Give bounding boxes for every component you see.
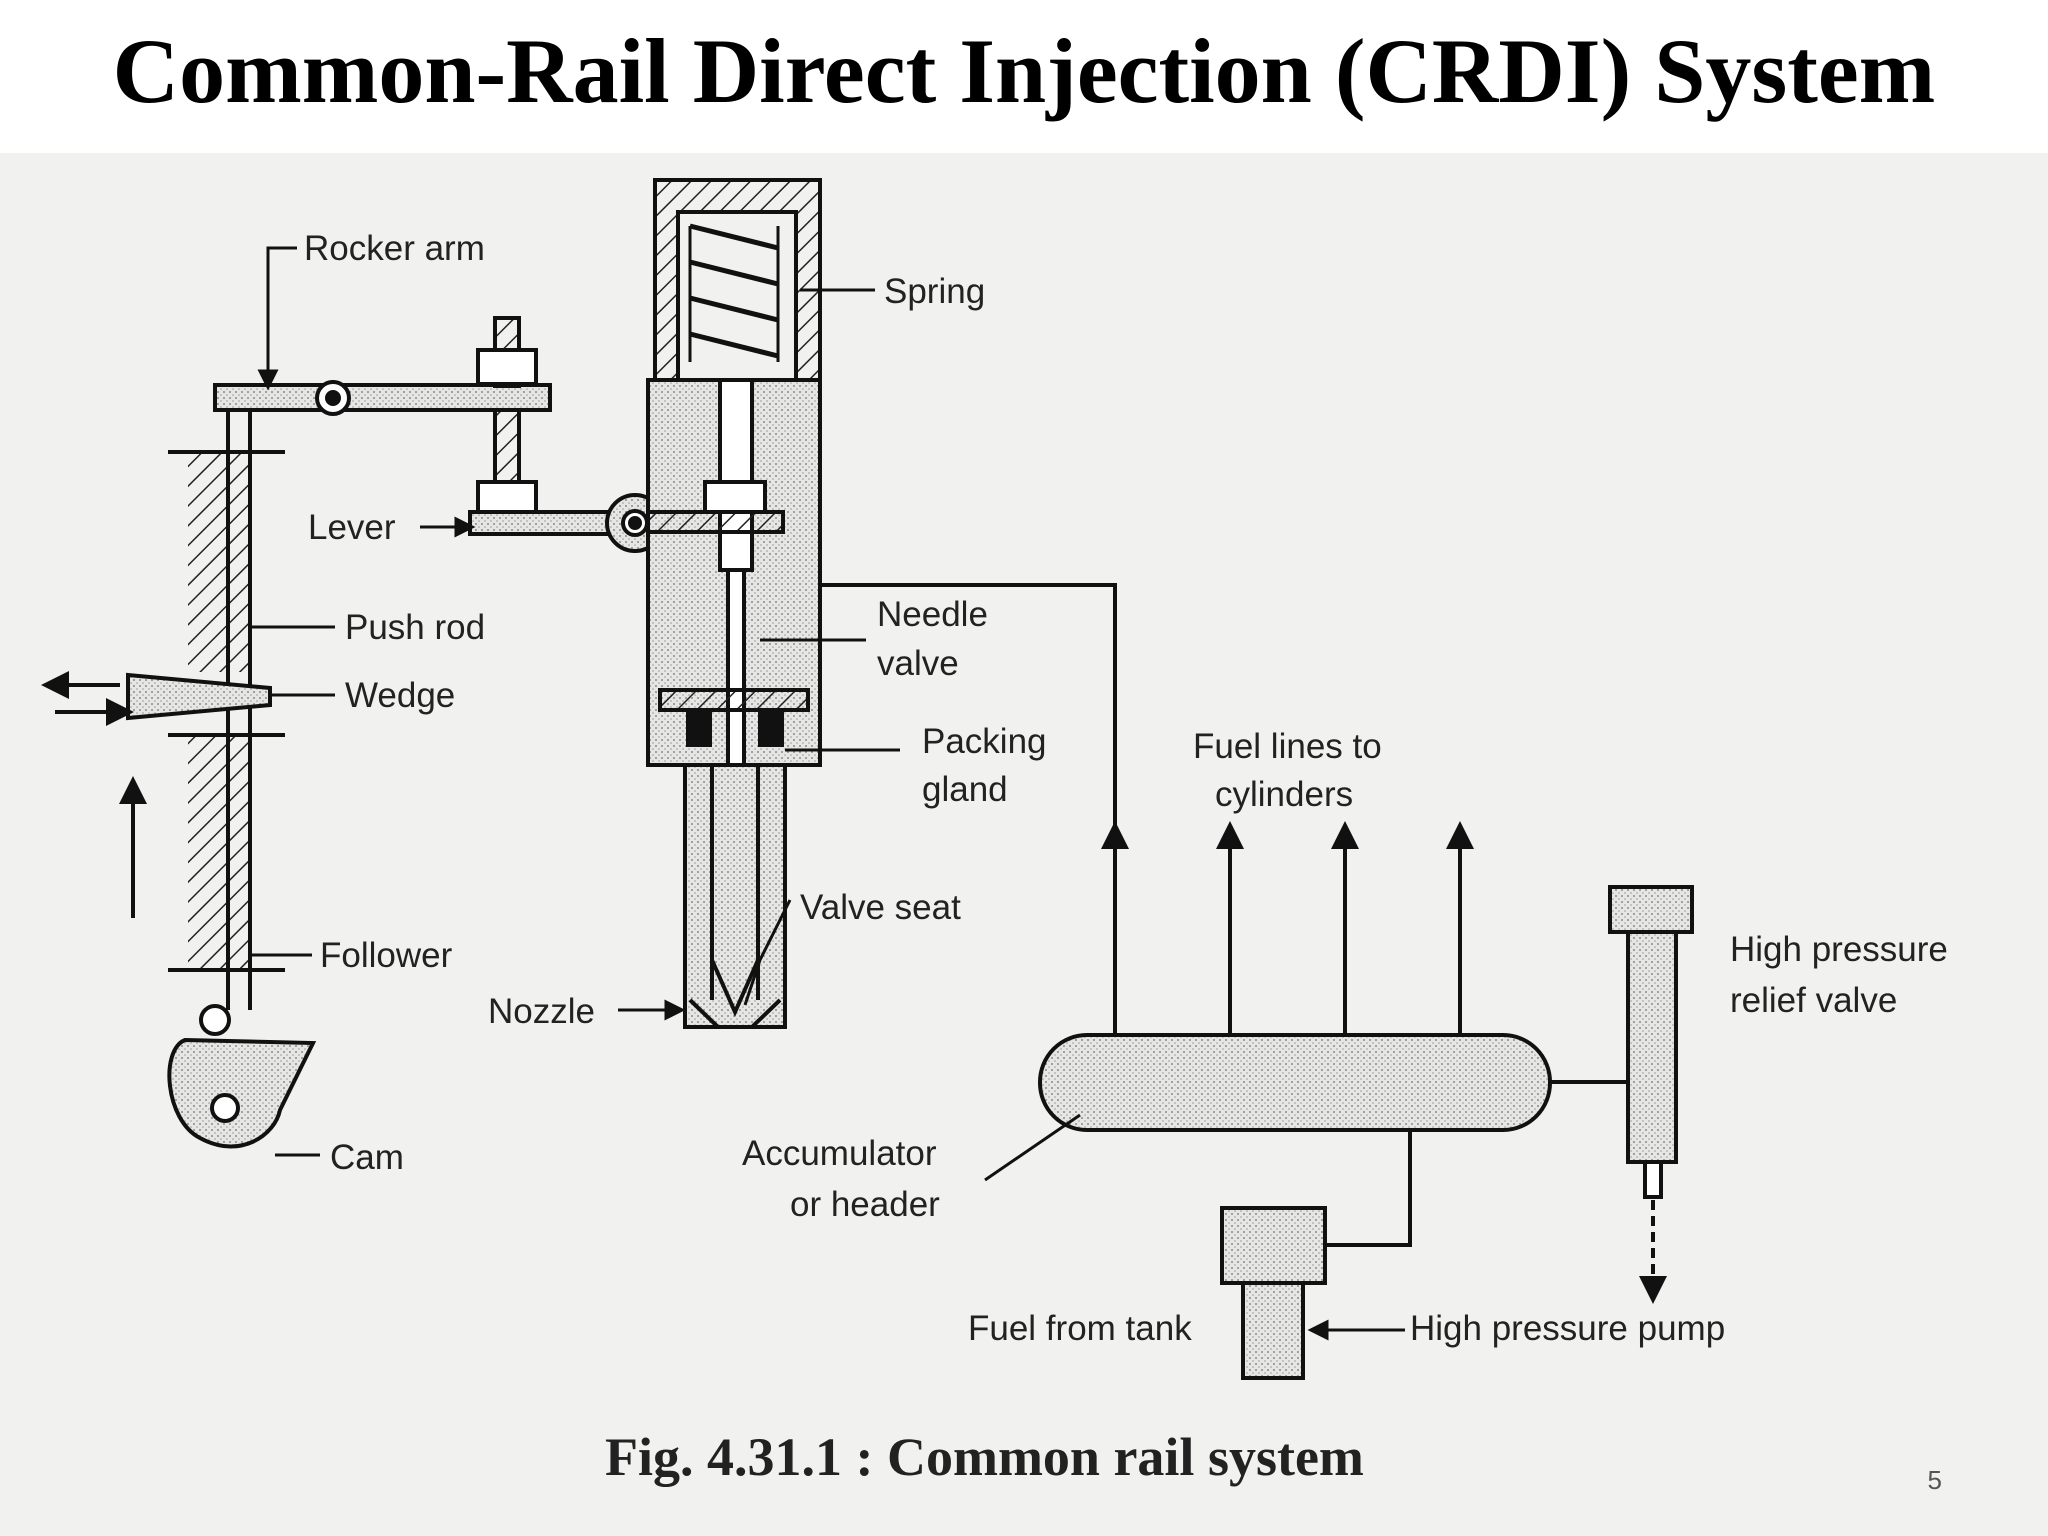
label-packing-gland-line1: Packing (922, 722, 1047, 761)
label-accumulator-line2: or header (790, 1185, 940, 1224)
label-needle-valve-line1: Needle (877, 595, 988, 634)
spring (688, 223, 780, 362)
label-push-rod: Push rod (345, 608, 485, 647)
cam (167, 1037, 317, 1149)
label-rocker-arm: Rocker arm (304, 229, 485, 268)
nozzle (683, 763, 787, 1029)
label-relief-valve-line1: High pressure (1730, 930, 1948, 969)
label-wedge: Wedge (345, 676, 455, 715)
follower (199, 1004, 231, 1036)
label-high-pressure-pump: High pressure pump (1410, 1309, 1725, 1348)
label-spring: Spring (884, 272, 985, 311)
label-valve-seat: Valve seat (800, 888, 961, 927)
label-cam: Cam (330, 1138, 404, 1177)
label-nozzle: Nozzle (488, 992, 595, 1031)
high-pressure-pump (1220, 1206, 1327, 1380)
fuel-lines-to-cylinders (1101, 821, 1474, 1035)
label-lever: Lever (308, 508, 396, 547)
packing-gland (658, 688, 810, 747)
label-fuel-lines-line1: Fuel lines to (1193, 727, 1382, 766)
page-number: 5 (1927, 1465, 1942, 1495)
fuel-line-to-injector (820, 583, 1117, 1035)
accumulator (1038, 1033, 1552, 1132)
push-rod-guide (168, 450, 285, 972)
crdi-diagram: Rocker arm Lever Push rod Wedge Follower… (41, 178, 1948, 1487)
label-follower: Follower (320, 936, 453, 975)
label-fuel-from-tank: Fuel from tank (968, 1309, 1192, 1348)
label-relief-valve-line2: relief valve (1730, 981, 1897, 1020)
label-packing-gland-line2: gland (922, 770, 1008, 809)
diagram-photo: Rocker arm Lever Push rod Wedge Follower… (0, 153, 2048, 1536)
slide-title: Common-Rail Direct Injection (CRDI) Syst… (112, 20, 1936, 122)
adjusting-screw (476, 316, 538, 514)
figure-caption: Fig. 4.31.1 : Common rail system (605, 1427, 1364, 1487)
label-accumulator-line1: Accumulator (742, 1134, 937, 1173)
label-needle-valve-line2: valve (877, 644, 959, 683)
high-pressure-relief-valve (1608, 885, 1694, 1304)
label-fuel-lines-line2: cylinders (1215, 775, 1353, 814)
